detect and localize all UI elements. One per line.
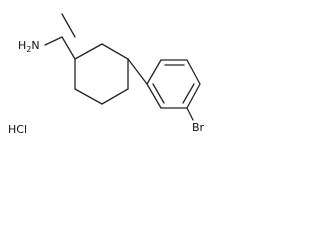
benzene-double-bond-2 — [182, 83, 195, 104]
bond-bromine — [186, 107, 194, 121]
bromine-label: Br — [192, 121, 205, 134]
cyclohexane-bond-2 — [101, 43, 129, 60]
amine-h: H — [18, 39, 26, 52]
benzene-bond-4 — [186, 83, 201, 109]
bond-methyl — [61, 13, 76, 38]
chemical-structure: H2N Br HCl — [8, 13, 205, 136]
benzene-double-bond-3 — [152, 83, 165, 104]
cyclohexane-bond-4 — [101, 88, 129, 105]
cyclohexane-bond-1 — [74, 43, 103, 60]
benzene-bond-3 — [186, 59, 201, 85]
amine-subscript: 2 — [26, 45, 31, 54]
cyclohexane-bond-5 — [74, 88, 103, 105]
bond-ring-phenyl — [127, 58, 148, 85]
salt-label: HCl — [8, 123, 27, 136]
bond-amine — [44, 36, 63, 46]
amine-label: H2N — [18, 39, 40, 54]
benzene-bond-1 — [146, 59, 162, 85]
amine-n: N — [31, 39, 39, 52]
bond-ch-ring — [61, 36, 76, 60]
benzene-bond-6 — [146, 83, 162, 109]
